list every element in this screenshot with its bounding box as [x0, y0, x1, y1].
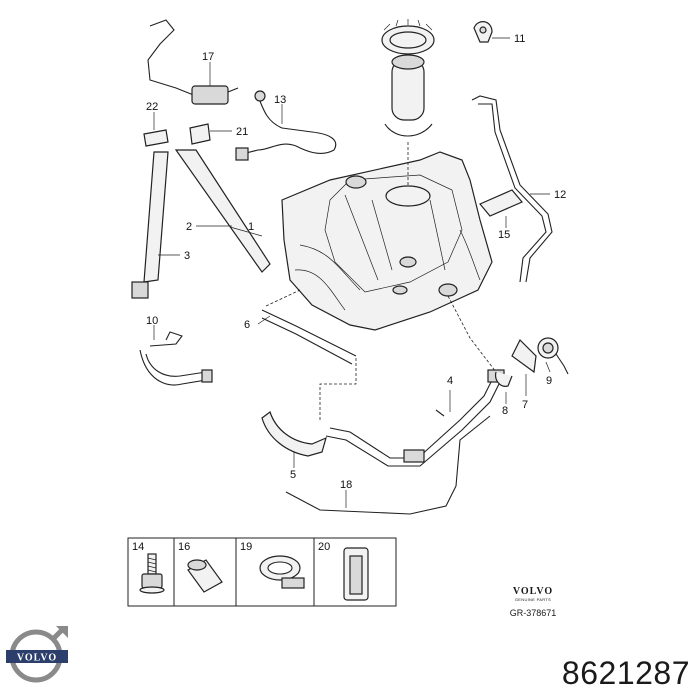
legend-label-14: 14 — [132, 541, 144, 553]
callout-5: 5 — [290, 469, 296, 481]
part-number: 8621287 — [561, 655, 690, 691]
callout-10: 10 — [146, 315, 158, 327]
callout-17: 17 — [202, 51, 214, 63]
callout-1: 1 — [248, 221, 254, 233]
callout-13: 13 — [274, 94, 286, 106]
fuel-tank — [281, 151, 493, 331]
bolt-part — [139, 553, 165, 594]
diagram-reference: GR-378671 — [509, 608, 557, 618]
legend-label-20: 20 — [318, 541, 330, 553]
tank-straps — [131, 149, 271, 299]
vent-hose — [471, 95, 553, 283]
callout-labels: 1 2 3 4 5 6 7 8 9 10 11 12 13 15 17 18 2… — [146, 33, 566, 491]
retainer-clip-part — [343, 547, 369, 601]
brand-tagline: GENUINE PARTS — [514, 597, 552, 602]
vent-tube — [257, 309, 357, 365]
callout-7: 7 — [522, 399, 528, 411]
callout-21: 21 — [236, 126, 248, 138]
callout-12: 12 — [554, 189, 566, 201]
guide-lines — [265, 289, 497, 420]
pads — [143, 112, 232, 147]
legend-label-16: 16 — [178, 541, 190, 553]
sleeve-part — [187, 559, 223, 593]
small-parts-legend: 14 16 19 20 — [127, 537, 397, 607]
badge-wordmark: VOLVO — [17, 653, 57, 664]
wiring-harness-pump — [235, 90, 337, 161]
clip-part — [473, 21, 510, 43]
callout-18: 18 — [340, 479, 352, 491]
callout-15: 15 — [498, 229, 510, 241]
label-plate — [479, 189, 523, 228]
callout-2: 2 — [186, 221, 192, 233]
fuel-pump-assembly — [381, 19, 435, 186]
filler-neck — [495, 337, 569, 404]
callout-9: 9 — [546, 375, 552, 387]
filler-pipe — [325, 369, 505, 467]
callout-11: 11 — [514, 33, 525, 45]
wiring-harness-upper — [147, 19, 239, 105]
brand-wordmark: VOLVO — [512, 586, 554, 597]
connector-hose — [139, 325, 213, 386]
callout-3: 3 — [184, 250, 190, 262]
volvo-logo-icon: VOLVO — [6, 626, 68, 683]
legend-label-19: 19 — [240, 541, 252, 553]
callout-8: 8 — [502, 405, 508, 417]
hose-clamp-part — [259, 555, 305, 589]
callout-22: 22 — [146, 101, 158, 113]
brand-mark: VOLVO GENUINE PARTS GR-378671 — [488, 586, 578, 618]
callout-6: 6 — [244, 319, 250, 331]
callout-4: 4 — [447, 375, 453, 387]
fuel-line — [285, 415, 491, 515]
filler-hose — [261, 411, 327, 468]
